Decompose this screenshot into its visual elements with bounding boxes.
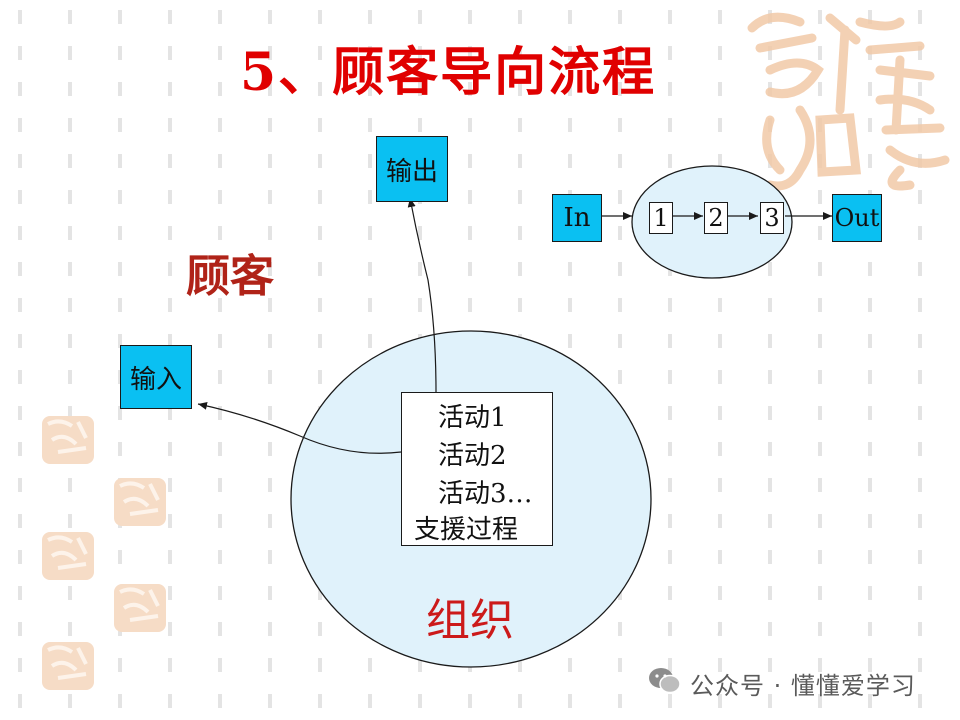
flow-step-2: 2 bbox=[704, 202, 728, 234]
input-box: 输入 bbox=[120, 345, 192, 409]
activity-1: 活动1 bbox=[438, 403, 507, 433]
watermark-text: 公众号 · 懂懂爱学习 bbox=[690, 672, 916, 700]
output-box-label: 输出 bbox=[385, 156, 438, 187]
wechat-icon bbox=[649, 668, 681, 694]
small-seal-2 bbox=[114, 478, 166, 526]
activities-box: 活动1 活动2 活动3… 支援过程 bbox=[401, 392, 553, 546]
output-box: 输出 bbox=[376, 136, 448, 202]
flow-step-1-label: 1 bbox=[653, 204, 669, 232]
flow-step-3: 3 bbox=[760, 202, 784, 234]
arrow-to-output bbox=[407, 197, 437, 393]
customer-label: 顾客 bbox=[186, 251, 274, 302]
flow-step-1: 1 bbox=[649, 202, 673, 234]
organization-label: 组织 bbox=[426, 595, 514, 646]
slide-title: 5、顾客导向流程 bbox=[240, 42, 657, 103]
small-seal-4 bbox=[114, 584, 166, 632]
arrow-to-input bbox=[197, 401, 402, 454]
flow-step-2-label: 2 bbox=[708, 204, 724, 232]
input-box-label: 输入 bbox=[129, 364, 182, 395]
small-seal-decorations bbox=[42, 416, 166, 690]
activity-2: 活动2 bbox=[438, 441, 507, 471]
large-seal-decoration bbox=[747, 12, 950, 191]
flow-in-label: In bbox=[563, 203, 591, 233]
small-seal-3 bbox=[42, 532, 94, 580]
flow-step-3-label: 3 bbox=[764, 204, 780, 232]
small-seal-5 bbox=[42, 642, 94, 690]
flow-out-label: Out bbox=[834, 204, 880, 232]
small-seal-1 bbox=[42, 416, 94, 464]
flow-out-box: Out bbox=[832, 194, 882, 242]
activity-3: 活动3… bbox=[438, 479, 533, 509]
support-process: 支援过程 bbox=[414, 515, 519, 545]
flow-in-box: In bbox=[552, 194, 602, 242]
